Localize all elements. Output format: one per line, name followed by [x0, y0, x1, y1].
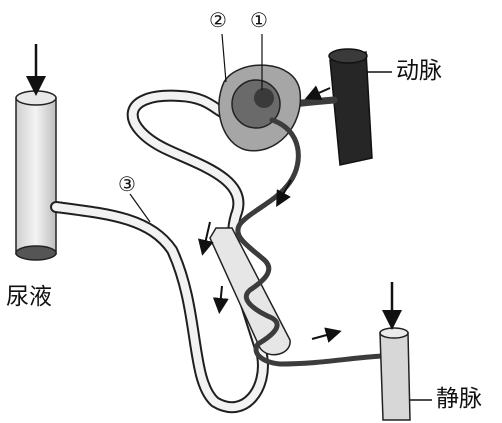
vein-vessel — [379, 327, 411, 421]
capillary-flow-arrow — [276, 179, 292, 208]
glomerulus — [231, 79, 281, 129]
marker-2-leader — [221, 33, 227, 83]
artery-vessel — [328, 48, 373, 166]
vein-label: 静脉 — [436, 386, 482, 412]
tubule-flow-arrow — [198, 221, 214, 256]
marker-1-label: ① — [250, 8, 268, 32]
artery-label: 动脉 — [396, 58, 442, 84]
vein-flow-arrow — [311, 327, 342, 343]
marker-3-leader — [129, 193, 151, 223]
afferent-flow-arrow — [304, 85, 331, 101]
loop-flow-arrow — [212, 285, 229, 314]
collecting-duct — [15, 90, 57, 261]
marker-2-label: ② — [209, 8, 227, 32]
urine-label: 尿液 — [6, 284, 52, 310]
marker-3-label: ③ — [118, 172, 136, 196]
